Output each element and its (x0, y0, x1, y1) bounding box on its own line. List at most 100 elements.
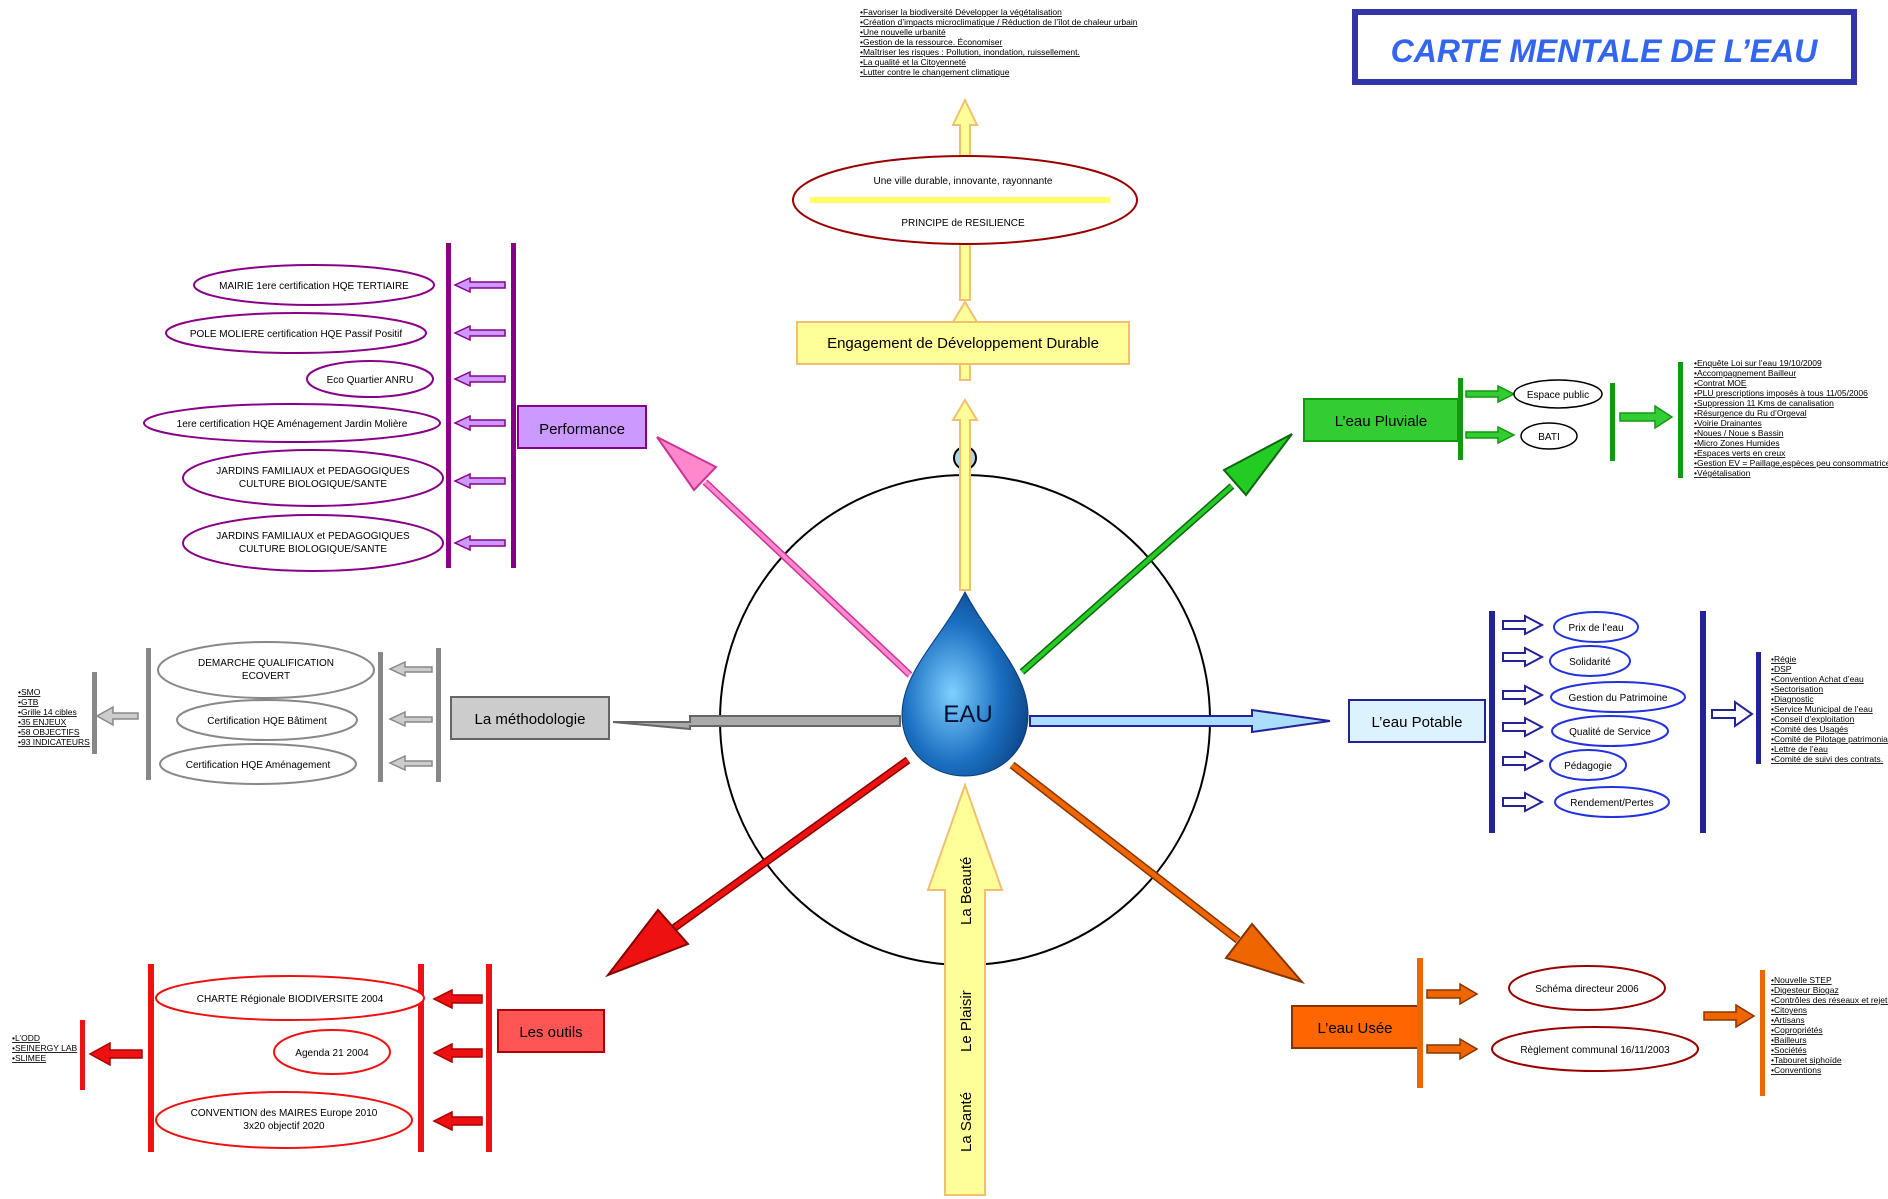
usee-list-item: •Copropriétés (1771, 1025, 1823, 1035)
methodologie-list-item: •93 INDICATEURS (18, 737, 90, 747)
methodologie-item: Certification HQE Aménagement (159, 743, 433, 785)
pluviale-list-item: •Enquête Loi sur l’eau 19/10/2009 (1694, 358, 1822, 368)
pluviale-list-item: •Résurgence du Ru d’Orgeval (1694, 408, 1807, 418)
potable-list-item: •Comité de Pilotage patrimonial (1771, 734, 1888, 744)
performance-item-text: 1ere certification HQE Aménagement Jardi… (177, 419, 408, 430)
methodologie-item-text: Certification HQE Bâtiment (207, 716, 327, 727)
right-arrow-icon (1502, 791, 1545, 813)
top-list-item: •Favoriser la biodiversité Développer la… (860, 7, 1062, 17)
potable-item: Solidarité (1502, 645, 1631, 677)
potable-list: •Régie •DSP •Convention Achat d’eau •Sec… (1771, 654, 1888, 764)
left-arrow-icon (453, 324, 506, 342)
usee-item-text: Schéma directeur 2006 (1535, 984, 1639, 995)
right-arrow-icon (1502, 614, 1545, 636)
title-text: CARTE MENTALE DE L’EAU (1391, 33, 1819, 69)
outils-item-line: 3x20 objectif 2020 (243, 1121, 325, 1132)
arrow-to-performance (656, 436, 913, 678)
potable-list-item: •Lettre de l’eau (1771, 744, 1828, 754)
usee-label: L’eau Usée (1317, 1020, 1392, 1037)
arrow-to-potable (1029, 708, 1331, 734)
left-arrow-icon (453, 276, 506, 294)
potable-label: L’eau Potable (1372, 714, 1463, 731)
pluviale-list-item: •Micro Zones Humides (1694, 438, 1780, 448)
pluviale-branch: L’eau Pluviale Espace public BATI •Enquê… (1303, 358, 1888, 478)
performance-item-line: CULTURE BIOLOGIQUE/SANTE (239, 544, 388, 555)
methodologie-item-line: ECOVERT (242, 671, 290, 682)
top-arrow-top (951, 97, 979, 164)
usee-node (1291, 1005, 1419, 1049)
left-arrow-icon (88, 1041, 143, 1067)
right-arrow-icon (1502, 646, 1545, 668)
right-arrow-icon (1502, 684, 1545, 706)
pluviale-list: •Enquête Loi sur l’eau 19/10/2009 •Accom… (1694, 358, 1888, 478)
potable-list-item: •Conseil d’exploitation (1771, 714, 1855, 724)
performance-label: Performance (539, 421, 625, 438)
outils-branch: Les outils CHARTE Régionale BIODIVERSITE… (12, 964, 605, 1152)
usee-list-item: •Digesteur Biogaz (1771, 985, 1839, 995)
performance-item-line: JARDINS FAMILIAUX et PEDAGOGIQUES (216, 466, 410, 477)
performance-item-text: MAIRIE 1ere certification HQE TERTIAIRE (219, 281, 409, 292)
center-label: EAU (943, 701, 992, 728)
value-sante: La Santé (958, 1092, 975, 1152)
methodologie-label: La méthodologie (475, 711, 586, 728)
performance-item-text: POLE MOLIERE certification HQE Passif Po… (190, 329, 403, 340)
pluviale-item-text: BATI (1538, 432, 1559, 443)
right-arrow-icon (1465, 384, 1516, 404)
usee-list-item: •Conventions (1771, 1065, 1821, 1075)
ellipse-bottom-text: PRINCIPE de RESILIENCE (901, 218, 1025, 229)
performance-item: POLE MOLIERE certification HQE Passif Po… (165, 312, 506, 354)
right-arrow-icon (1711, 700, 1754, 728)
top-arrow-center (951, 398, 979, 591)
right-arrow-icon (1502, 750, 1545, 772)
potable-list-item: •DSP (1771, 664, 1792, 674)
right-arrow-icon (1703, 1003, 1756, 1029)
title-box: CARTE MENTALE DE L’EAU (1352, 9, 1857, 85)
pluviale-item: Espace public (1513, 379, 1603, 409)
arrow-to-usee (1009, 761, 1306, 985)
right-arrow-icon (1502, 716, 1545, 738)
potable-item: Rendement/Pertes (1502, 786, 1670, 818)
potable-item-text: Pédagogie (1564, 761, 1612, 772)
potable-branch: L’eau Potable Prix de l’eau Solidarité G… (1348, 611, 1888, 833)
bottom-values-arrow: La Beauté Le Plaisir La Santé (926, 781, 1004, 1196)
potable-item-text: Solidarité (1569, 657, 1611, 668)
arrow-to-outils (605, 756, 911, 978)
pluviale-list-item: •Gestion EV = Paillage,espèces peu conso… (1694, 458, 1888, 468)
engagement-box: Engagement de Développement Durable (796, 321, 1130, 365)
potable-list-item: •Service Municipal de l’eau (1771, 704, 1873, 714)
methodologie-list-item: •GTB (18, 697, 39, 707)
top-list-item: •Lutter contre le changement climatique (860, 67, 1010, 77)
usee-branch: L’eau Usée Schéma directeur 2006 Règleme… (1291, 958, 1888, 1096)
pluviale-list-item: •Contrat MOE (1694, 378, 1747, 388)
pluviale-label: L’eau Pluviale (1335, 413, 1428, 430)
left-arrow-icon (388, 660, 433, 678)
usee-item: Schéma directeur 2006 (1508, 965, 1666, 1011)
usee-list-item: •Citoyens (1771, 1005, 1807, 1015)
performance-item: MAIRIE 1ere certification HQE TERTIAIRE (193, 264, 506, 306)
top-list-item: •Gestion de la ressource. Économiser (860, 37, 1003, 47)
outils-list: •L’ODD •SEINERGY LAB •SLIMEE (12, 1033, 78, 1063)
potable-list-item: •Régie (1771, 654, 1796, 664)
outils-node (497, 1009, 605, 1053)
usee-list-item: •Artisans (1771, 1015, 1805, 1025)
left-arrow-icon (388, 754, 433, 772)
usee-list-item: •Sociétés (1771, 1045, 1807, 1055)
pluviale-list-item: •Suppression 11 Kms de canalisation (1694, 398, 1834, 408)
outils-item-text: CHARTE Régionale BIODIVERSITE 2004 (197, 994, 384, 1005)
methodologie-list-item: •58 OBJECTIFS (18, 727, 80, 737)
left-arrow-icon (95, 705, 139, 727)
right-arrow-icon (1426, 982, 1479, 1006)
engagement-label: Engagement de Développement Durable (827, 335, 1099, 352)
potable-item: Pédagogie (1502, 749, 1627, 781)
resilience-ellipse: Une ville durable, innovante, rayonnante… (792, 155, 1138, 245)
pluviale-node (1303, 398, 1459, 442)
methodologie-item: Certification HQE Bâtiment (176, 699, 433, 741)
